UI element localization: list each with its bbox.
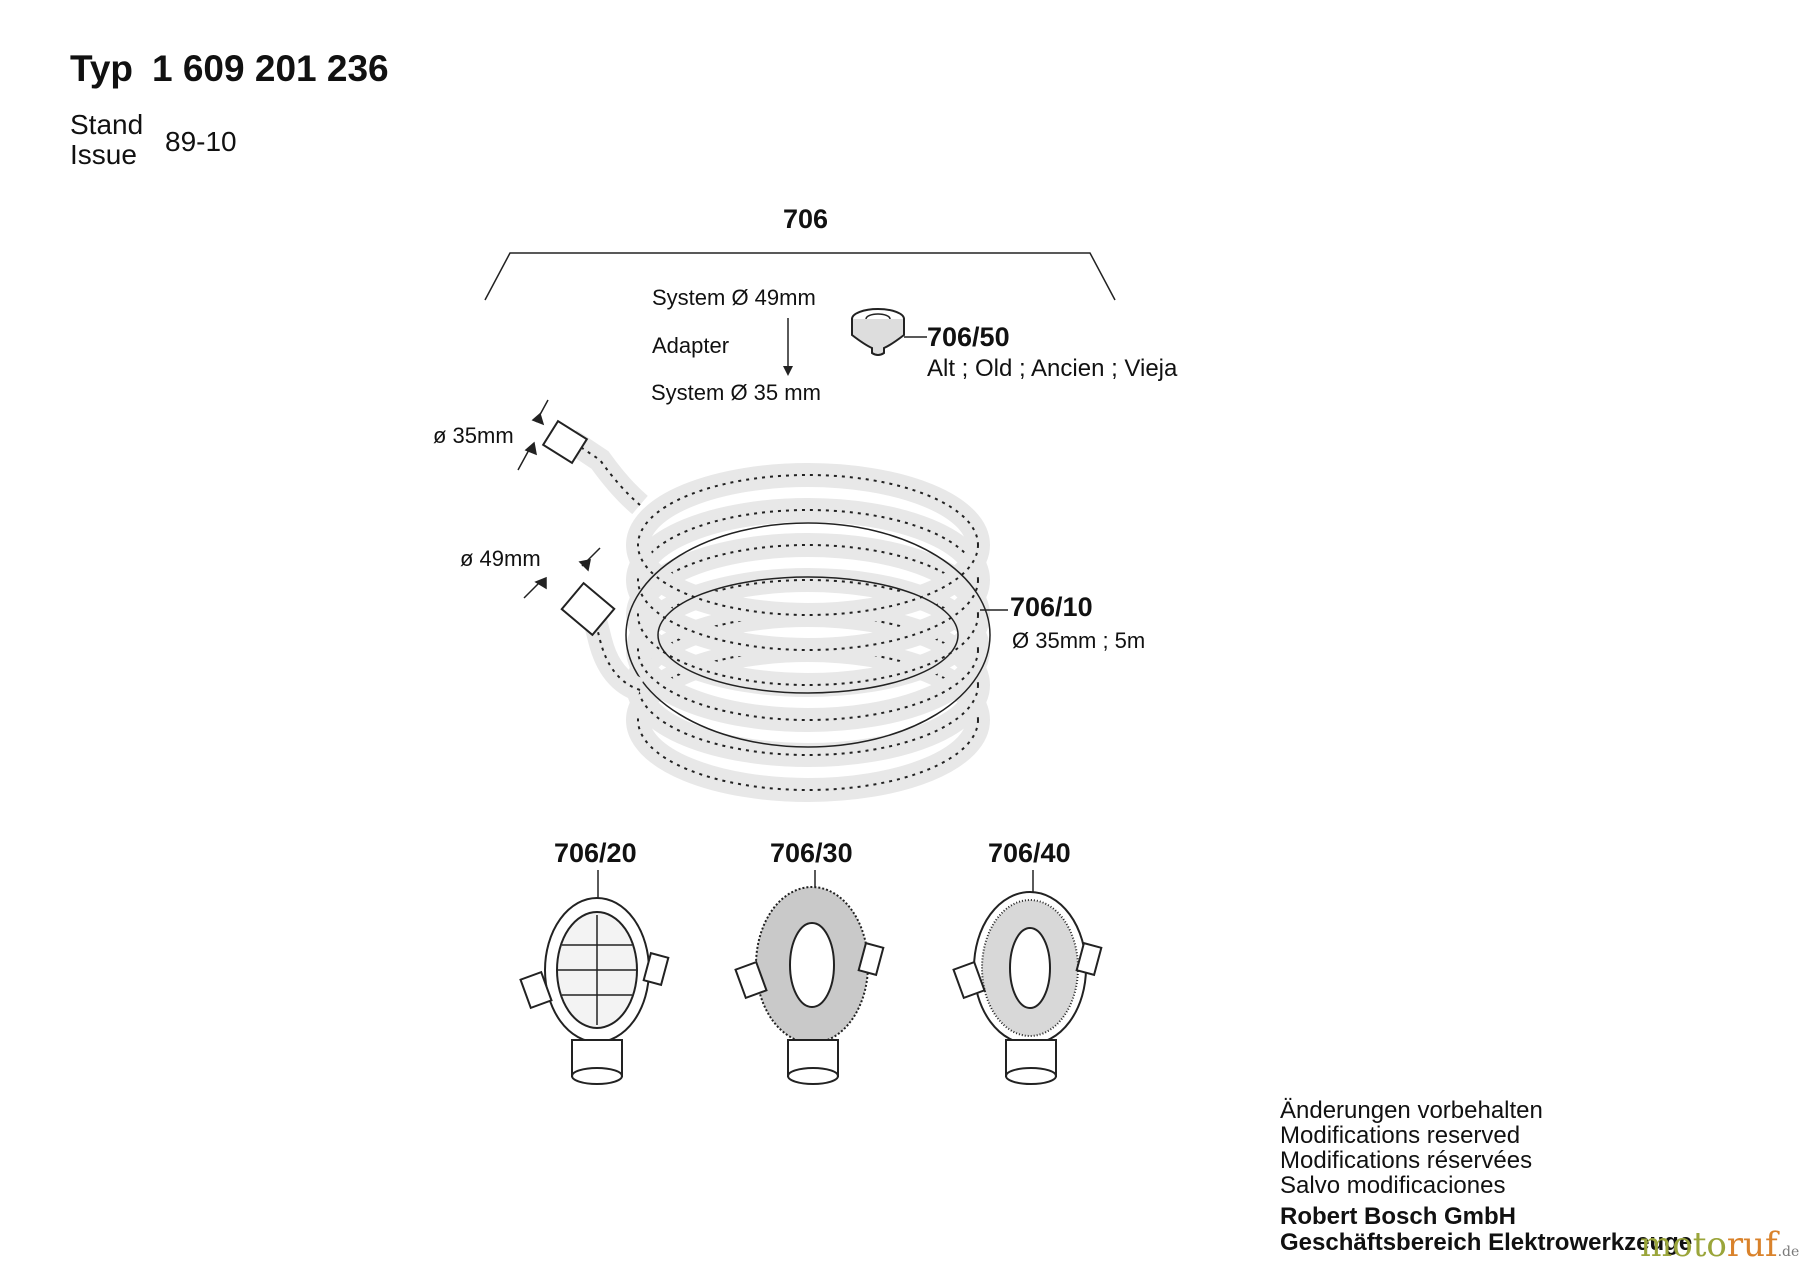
dimension-35mm: ø 35mm — [433, 423, 514, 448]
watermark-part-b: ruf — [1726, 1225, 1778, 1265]
nozzle-706-40 — [952, 870, 1103, 1085]
adapter-label: Adapter — [652, 333, 730, 358]
part-number-706-20: 706/20 — [554, 838, 637, 868]
type-number: 1 609 201 236 — [152, 48, 389, 89]
group-bracket — [484, 252, 1116, 301]
adapter-system-top: System Ø 49mm — [652, 285, 816, 310]
nozzle-706-20 — [519, 870, 670, 1085]
watermark-logo: motoruf.de — [1640, 1225, 1799, 1265]
part-number-706-30: 706/30 — [770, 838, 853, 868]
company-division: Geschäftsbereich Elektrowerkzeuge — [1280, 1229, 1693, 1256]
part-706-10-desc: Ø 35mm ; 5m — [1012, 628, 1146, 653]
adapter-system-bottom: System Ø 35 mm — [651, 380, 821, 405]
part-number-706-10: 706/10 — [1010, 592, 1093, 622]
part-number-706: 706 — [783, 204, 829, 234]
hose-coil — [541, 419, 1008, 802]
issue-label: Issue — [70, 139, 137, 170]
note-fr: Modifications réservées — [1280, 1147, 1533, 1174]
dimension-arrows — [517, 399, 601, 599]
note-es: Salvo modificaciones — [1280, 1172, 1506, 1199]
watermark-part-a: moto — [1640, 1225, 1727, 1265]
part-706-50-desc: Alt ; Old ; Ancien ; Vieja — [927, 355, 1178, 382]
type-label: Typ — [70, 48, 134, 89]
part-number-706-40: 706/40 — [988, 838, 1071, 868]
part-number-706-50: 706/50 — [927, 322, 1010, 352]
watermark-part-c: .de — [1777, 1244, 1800, 1260]
adapter-part — [851, 308, 927, 356]
company-name: Robert Bosch GmbH — [1280, 1203, 1517, 1230]
issue-value: 89-10 — [165, 126, 237, 157]
modification-notes: Änderungen vorbehalten Modifications res… — [1280, 1098, 1543, 1198]
stand-issue-labels: Stand Issue — [70, 110, 143, 170]
company-block: Robert Bosch GmbH Geschäftsbereich Elekt… — [1280, 1204, 1692, 1256]
note-en: Modifications reserved — [1280, 1122, 1521, 1149]
dimension-49mm: ø 49mm — [460, 546, 541, 571]
adapter-arrow-head — [783, 366, 793, 376]
note-de: Änderungen vorbehalten — [1280, 1097, 1543, 1124]
stand-label: Stand — [70, 109, 144, 140]
nozzle-706-30 — [734, 870, 885, 1085]
